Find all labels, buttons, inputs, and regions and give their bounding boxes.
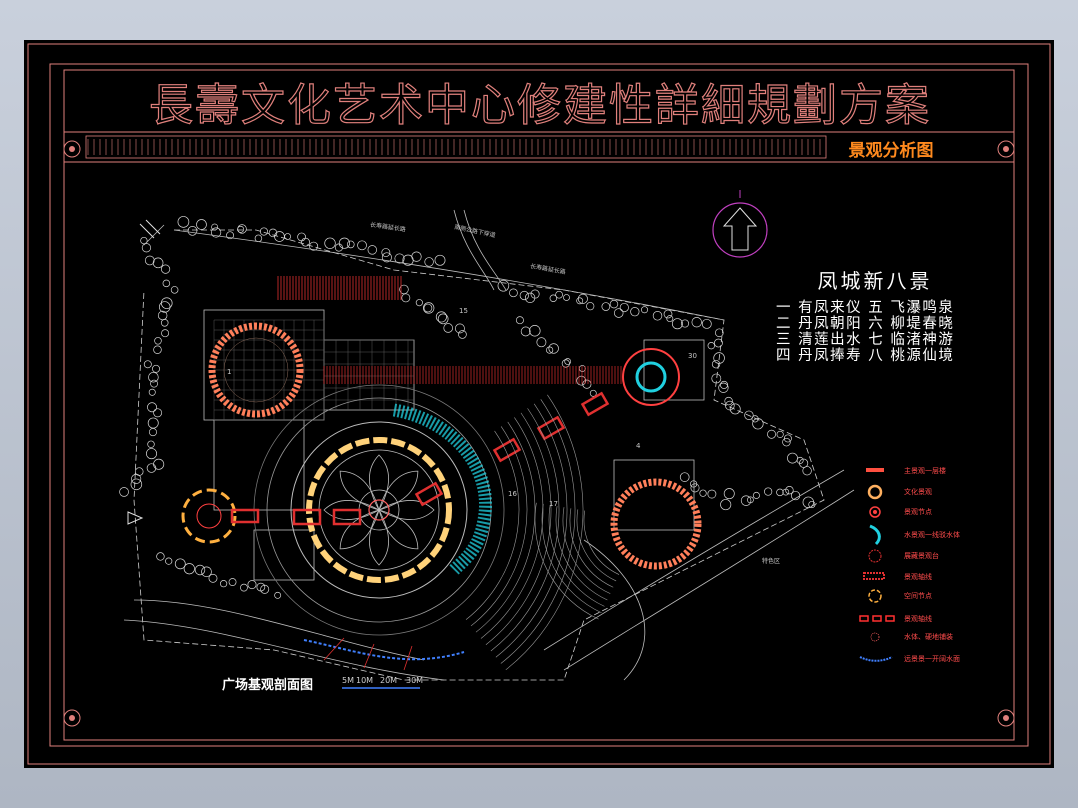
legend-label: 水体、硬地铺装: [904, 633, 953, 641]
stepped-terraces: [465, 394, 620, 671]
legend-label: 景观节点: [904, 508, 932, 516]
legend-label: 景观轴线: [904, 615, 932, 623]
inner-border: [49, 63, 1029, 747]
scale-label: 30M: [406, 676, 424, 685]
legend-label: 展藏景观台: [904, 552, 939, 560]
drawing-subtitle: 景观分析图: [848, 141, 934, 161]
block-number: 30: [688, 352, 697, 360]
legend-label: 主景观一层楼: [904, 467, 946, 475]
poem-line: 二 丹凤朝阳 六 柳堤春晓: [776, 316, 955, 332]
scale-label: 10M: [356, 676, 374, 685]
road-label: 特色区: [762, 558, 781, 565]
poem-line: 三 清莲出水 七 临渚神游: [776, 332, 955, 348]
frieze-pattern: [87, 139, 821, 155]
title-box: [63, 69, 1015, 133]
landscape-node-rings: [181, 322, 702, 570]
drawing-frame: 長壽文化艺术中心修建性詳細規劃方案 景观分析图 凤城新八景 一 有凤来仪 五 飞…: [24, 40, 1054, 768]
scale-label: 20M: [380, 676, 398, 685]
block-number: 15: [459, 307, 468, 315]
main-plaza: [253, 384, 505, 636]
tree-canopies: [119, 216, 816, 599]
frieze-band: [85, 135, 827, 159]
legend-label: 远景景一开阔水面: [904, 655, 960, 663]
building-blocks: [203, 309, 705, 581]
landscape-axis-boxes: [230, 391, 610, 526]
entry-arrows: [127, 219, 161, 525]
block-number: 16: [508, 490, 517, 498]
block-number: 17: [549, 500, 558, 508]
block-number: 4: [636, 442, 641, 450]
innermost-border: [63, 69, 1015, 741]
section-profile: [303, 637, 465, 671]
section-caption: 广场基观剖面图: [222, 678, 314, 693]
water-feature: [392, 403, 492, 575]
poem-title: 凤城新八景: [817, 269, 933, 293]
legend-label: 水景观一线驳水体: [904, 531, 960, 539]
poem-line: 四 丹凤捧寿 八 桃源仙境: [776, 348, 955, 364]
roads: [123, 209, 855, 681]
scale-label: 5M: [342, 676, 354, 685]
site-plan-drawing: [27, 43, 1051, 765]
legend-label: 景观轴线: [904, 573, 932, 581]
corner-ornaments: [63, 140, 1015, 727]
outer-border: [27, 43, 1051, 765]
legend-label: 空间节点: [904, 592, 932, 600]
drawing-title: 長壽文化艺术中心修建性詳細規劃方案: [148, 79, 931, 131]
legend-label: 文化景观: [904, 488, 932, 496]
block-number: 1: [227, 368, 232, 376]
landscape-axis-strip: [277, 276, 622, 384]
poem-line: 一 有凤来仪 五 飞瀑鸣泉: [776, 300, 955, 316]
north-arrow: [712, 190, 768, 258]
legend-symbols: [859, 468, 895, 662]
site-boundary: [133, 229, 825, 681]
